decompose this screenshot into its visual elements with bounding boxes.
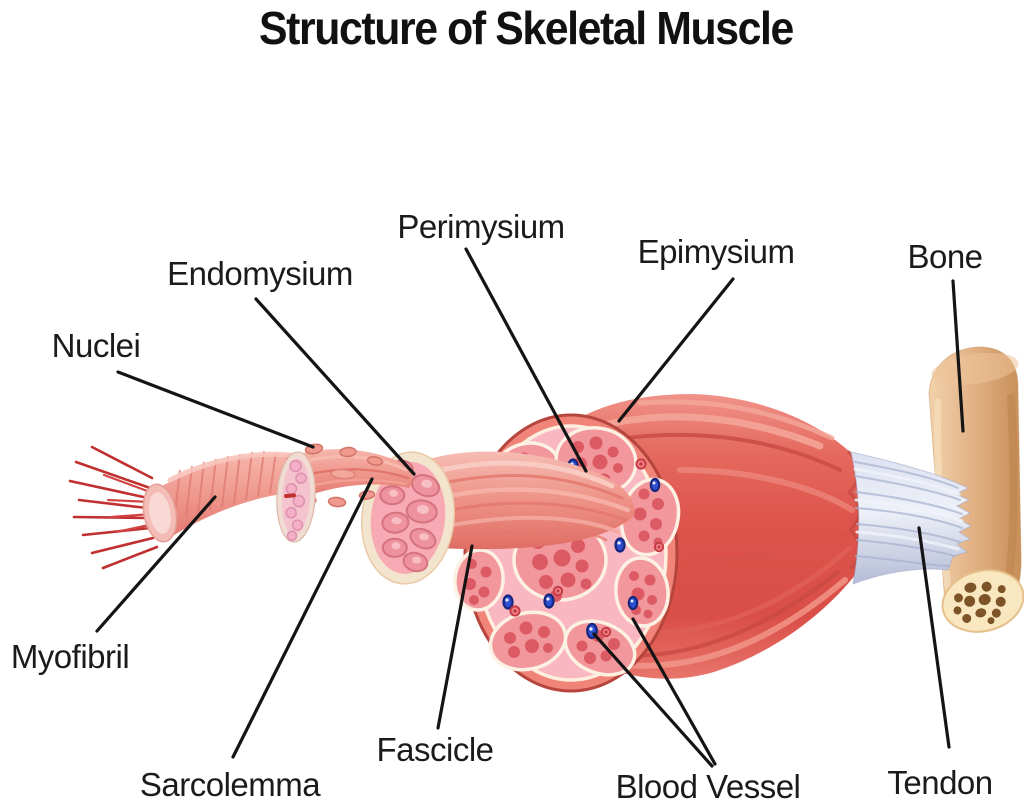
myofibril-stub: [284, 493, 297, 499]
label-tendon: Tendon: [887, 764, 993, 801]
blood-vessel-leader-line-1: [592, 632, 714, 768]
bone-leader-line: [951, 279, 965, 433]
bone-top-shading: [931, 352, 1019, 386]
bone-cross-section: [941, 569, 1024, 633]
extended-fascicle-bundle: [425, 451, 635, 550]
nuclei-leader-line: [116, 370, 315, 449]
label-fascicle: Fascicle: [376, 731, 494, 768]
fascicle-cut-face: [360, 451, 456, 585]
endomysium-leader-line: [254, 297, 416, 476]
fascicle-leader-line: [436, 544, 474, 730]
blood-vessels-red: [509, 458, 665, 638]
perimysium-leader-line: [464, 247, 588, 473]
tendon: [850, 451, 973, 585]
surface-nucleus: [330, 468, 356, 480]
epimysium-leader-line: [617, 277, 735, 423]
bone-right-shade: [1005, 394, 1018, 582]
blood-vessel-leader-line-2: [631, 617, 717, 766]
bundle-striations: [427, 460, 631, 542]
label-bone: Bone: [907, 238, 983, 275]
label-blood-vessel: Blood Vessel: [615, 768, 801, 802]
tendon-fibers: [853, 461, 964, 567]
endomysium-cut-face: [276, 451, 316, 543]
myofibril-leader-line: [95, 495, 217, 633]
single-muscle-fiber: [68, 445, 303, 570]
label-myofibril: Myofibril: [10, 638, 130, 675]
tendon-leader-line: [917, 526, 951, 749]
label-endomysium: Endomysium: [167, 255, 353, 292]
fiber-cut-face: [142, 483, 178, 543]
diagram-title: Structure of Skeletal Muscle: [259, 2, 794, 54]
label-nuclei: Nuclei: [51, 327, 141, 364]
sarcolemma-leader-line: [231, 477, 374, 759]
leader-lines: [95, 247, 965, 768]
bone-marrow-spots: [953, 581, 1006, 625]
label-sarcolemma: Sarcolemma: [139, 766, 321, 802]
label-perimysium: Perimysium: [397, 208, 565, 245]
label-epimysium: Epimysium: [637, 233, 795, 270]
